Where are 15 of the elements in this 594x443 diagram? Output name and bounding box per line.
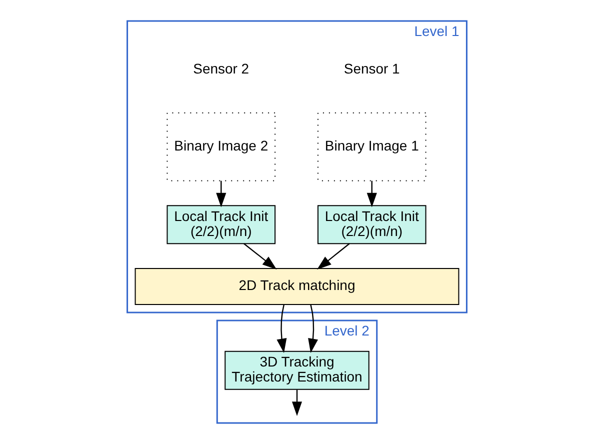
label: Sensor 2 — [193, 60, 250, 76]
node-box: Local Track Init (2/2)(m/n) — [317, 204, 426, 244]
node-box: Local Track Init (2/2)(m/n) — [166, 204, 276, 244]
arrow — [366, 180, 377, 207]
arrow — [308, 304, 318, 352]
node-box: Binary Image 2 — [166, 112, 276, 181]
node-box: 2D Track matching — [134, 268, 460, 304]
arrow — [292, 389, 302, 416]
arrow — [317, 242, 350, 270]
node-box: Binary Image 1 — [317, 112, 426, 181]
node-box: 3D Tracking Trajectory Estimation — [224, 350, 370, 390]
arrow — [276, 304, 287, 352]
arrow — [244, 242, 277, 270]
arrow — [216, 180, 226, 207]
label: Sensor 1 — [344, 60, 400, 76]
